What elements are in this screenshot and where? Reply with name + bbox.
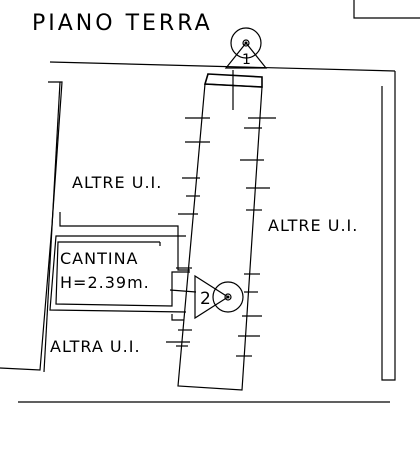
- left-outer-wall-inner: [43, 81, 61, 373]
- label-altre-ui-left: ALTRE U.I.: [72, 173, 162, 192]
- left-outer-wall: [0, 81, 63, 371]
- cantina-outer-wall: [49, 235, 187, 313]
- label-altra-ui: ALTRA U.I.: [50, 337, 141, 356]
- label-altre-ui-right: ALTRE U.I.: [268, 216, 358, 235]
- label-cantina-height: H=2.39m.: [60, 273, 150, 292]
- right-outer-wall: [381, 71, 396, 381]
- label-cantina: CANTINA: [60, 249, 139, 268]
- boundary-top-line: [49, 61, 396, 72]
- corridor: [177, 83, 263, 391]
- entrance-threshold: [203, 73, 263, 88]
- room-altre-left: [59, 212, 190, 271]
- viewpoint-2-marker: [169, 274, 244, 320]
- plan-title: PIANO TERRA: [32, 11, 213, 36]
- frame-corner: [353, 0, 420, 19]
- viewpoint-1-marker: [224, 27, 268, 110]
- corridor-wall-ticks: [176, 117, 276, 357]
- viewpoint-2-number: 2: [200, 289, 211, 309]
- viewpoint-1-number: 1: [242, 52, 251, 68]
- cantina-wall-end: [171, 314, 184, 321]
- cantina-inner-wall: [55, 241, 190, 307]
